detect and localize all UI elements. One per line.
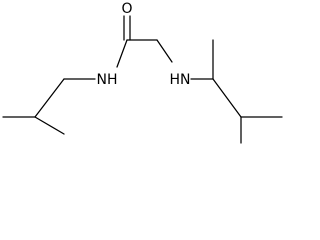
molecule-drawing: O NH HN [2, 1, 283, 144]
bond-isobutyl-branch-methyl [34, 116, 65, 135]
bond-ch2-to-hn [156, 39, 173, 63]
amine-nitrogen-label: HN [170, 72, 191, 88]
bond-nh-to-carbonyl [116, 39, 128, 68]
bond-isobutyl-ch [34, 78, 65, 118]
structure-diagram: O NH HN [2, 1, 283, 144]
carbonyl-oxygen-label: O [121, 1, 132, 17]
amide-nitrogen-label: NH [97, 72, 118, 88]
bond-ch-to-isopropyl [212, 78, 242, 118]
